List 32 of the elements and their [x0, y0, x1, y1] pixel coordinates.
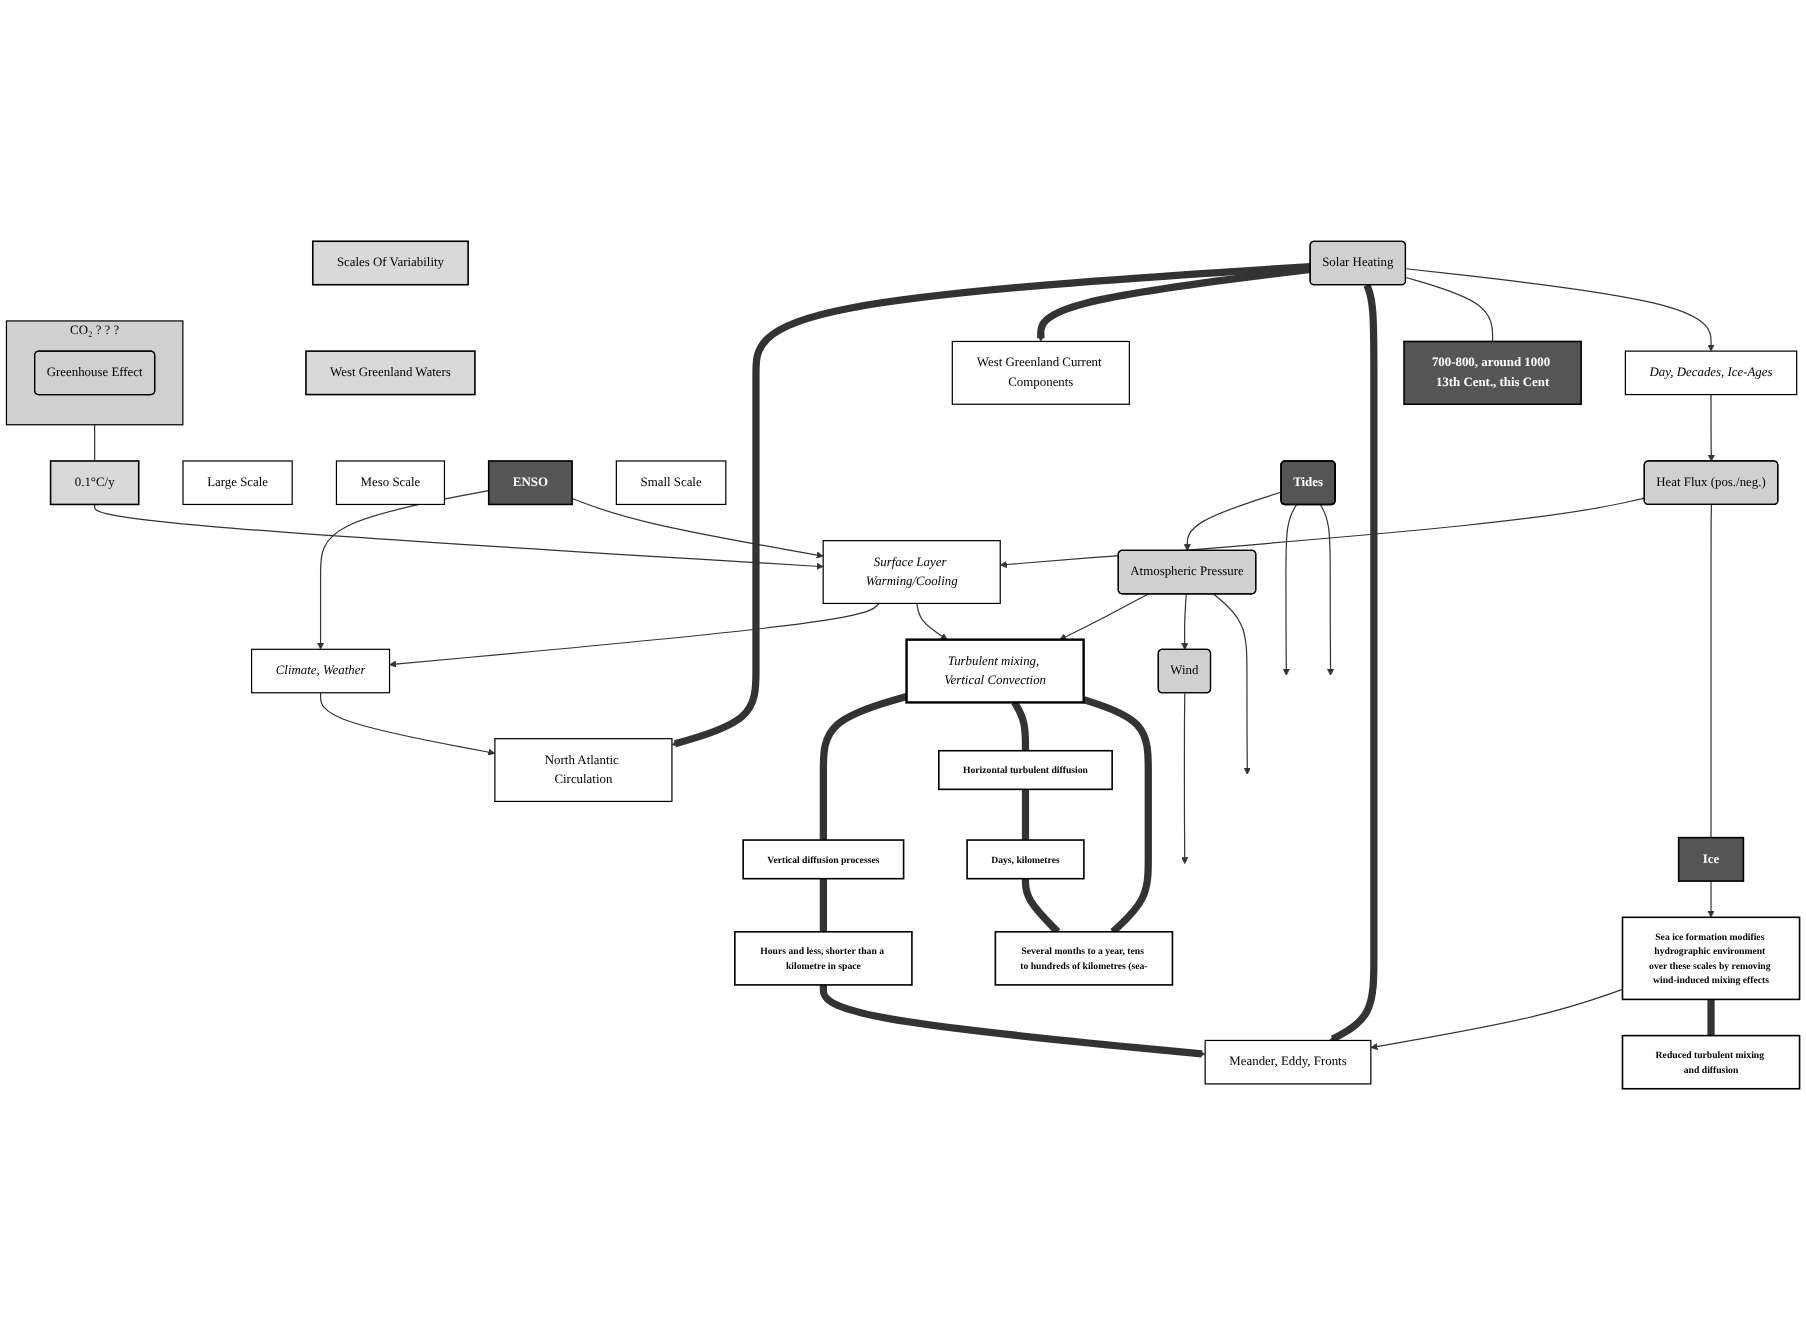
arrow	[819, 984, 1206, 1058]
arrow	[317, 490, 490, 650]
connector-line	[1011, 700, 1030, 751]
arrow	[389, 602, 880, 668]
arrow	[1405, 268, 1715, 352]
connector-line	[1710, 504, 1713, 839]
arrow	[671, 262, 1311, 748]
arrow	[94, 503, 824, 570]
connector-line	[819, 878, 827, 932]
arrow	[1213, 593, 1251, 775]
connector-line	[1082, 696, 1152, 935]
arrow	[1707, 393, 1715, 462]
arrow	[916, 602, 948, 640]
arrow	[319, 692, 496, 756]
arrow	[1370, 988, 1624, 1050]
arrow	[1059, 593, 1149, 641]
arrow	[1037, 265, 1311, 342]
connector-line	[1021, 789, 1030, 841]
connector-line	[1021, 878, 1061, 935]
arrow	[1183, 491, 1283, 552]
connector-line	[94, 424, 96, 462]
connector-line	[1405, 276, 1494, 343]
arrow	[999, 497, 1646, 569]
arrow	[1329, 283, 1378, 1043]
arrow	[1319, 504, 1335, 676]
arrow	[1282, 504, 1297, 676]
connector-line	[1707, 998, 1715, 1037]
arrow	[1181, 692, 1189, 865]
arrow	[571, 497, 824, 559]
arrow	[1181, 593, 1189, 651]
connector-line	[819, 693, 908, 841]
arrow	[1707, 880, 1715, 918]
